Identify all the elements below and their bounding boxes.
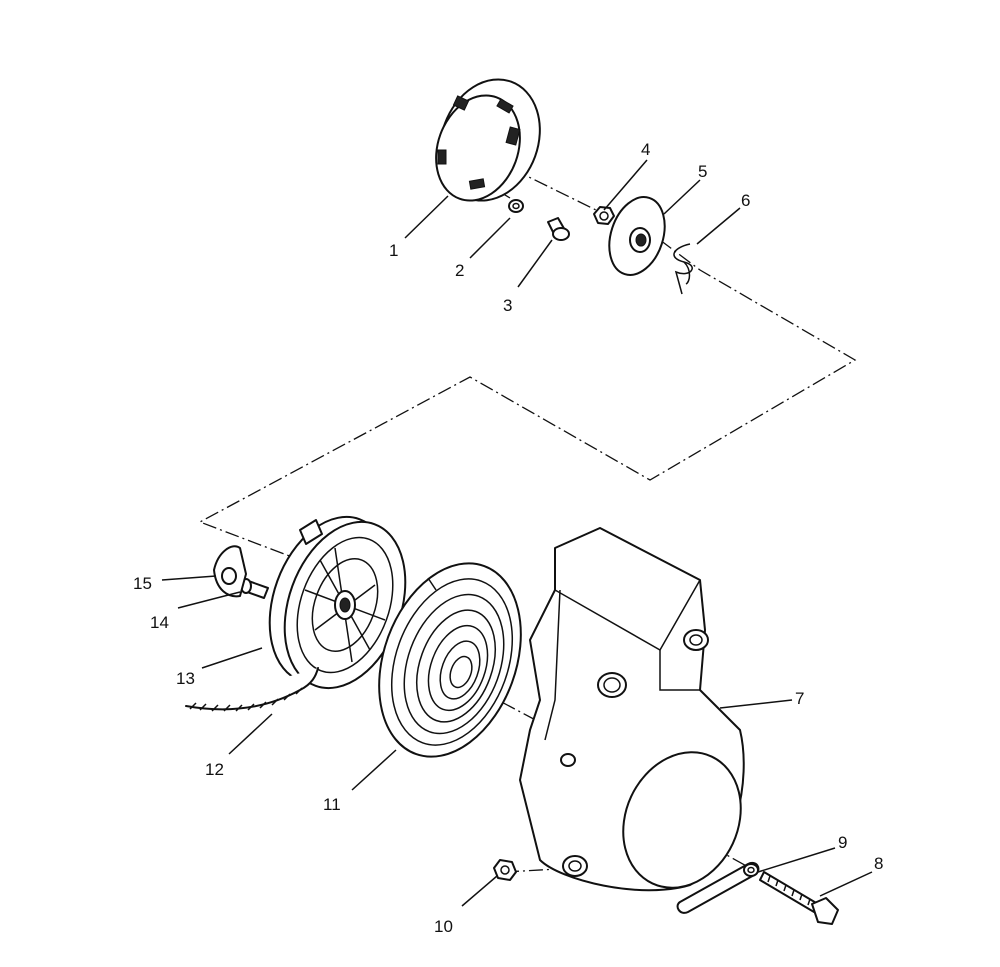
starter-pulley-part-13	[268, 515, 407, 690]
bolt-part-8	[759, 871, 839, 925]
ratchet-cup-part	[435, 78, 541, 202]
callout-4: 4	[641, 140, 650, 159]
callout-8: 8	[874, 854, 883, 873]
nut-part-4	[593, 206, 615, 225]
callout-6: 6	[741, 191, 750, 210]
callout-14: 14	[150, 613, 169, 632]
starter-housing-part-7	[519, 527, 745, 892]
nut-part-10	[493, 859, 517, 881]
callout-5: 5	[698, 162, 707, 181]
callout-13: 13	[176, 669, 195, 688]
callout-12: 12	[205, 760, 224, 779]
callout-labels: 1 2 3 4 5 6 7 8 9 10 11 12 13 14 15	[133, 140, 883, 936]
screw-part-3	[547, 217, 570, 241]
callout-9: 9	[838, 833, 847, 852]
callout-2: 2	[455, 261, 464, 280]
friction-plate-part-5	[608, 196, 666, 276]
spring-clip-part-6	[673, 243, 693, 295]
ratchet-pawl-part-15	[213, 545, 247, 598]
washer-strap-part-9	[676, 862, 760, 914]
callout-7: 7	[795, 689, 804, 708]
callout-11: 11	[323, 795, 341, 814]
starter-rope-part-12	[185, 667, 319, 712]
recoil-spring-part-11	[378, 562, 522, 758]
callout-3: 3	[503, 296, 512, 315]
washer-part-2	[508, 199, 524, 213]
callout-15: 15	[133, 574, 152, 593]
callout-10: 10	[434, 917, 453, 936]
leader-lines	[161, 159, 873, 907]
callout-1: 1	[389, 241, 398, 260]
